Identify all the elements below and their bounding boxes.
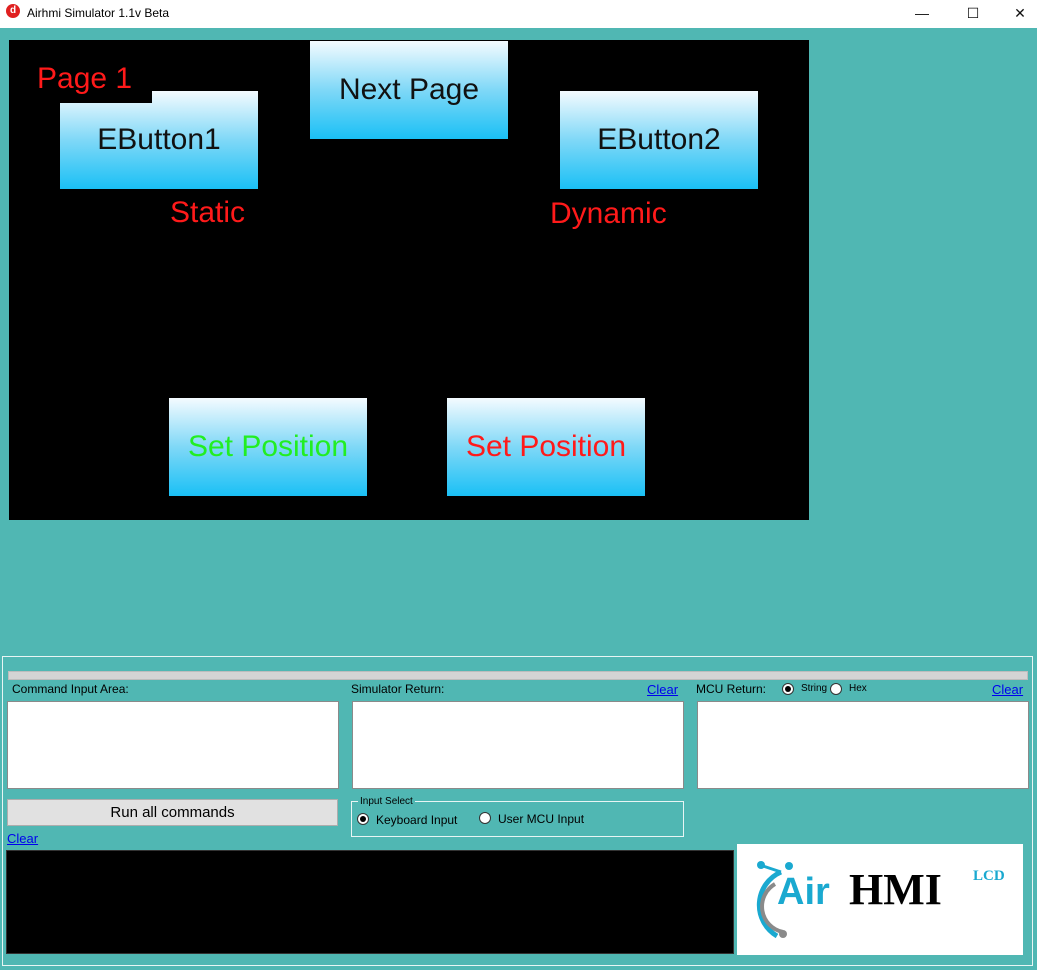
title-bar: d Airhmi Simulator 1.1v Beta — ☐ ✕	[0, 0, 1037, 28]
set-position-green-button[interactable]: Set Position	[169, 398, 367, 496]
logo-hmi-text: HMI	[849, 865, 942, 914]
mcu-return-clear-link[interactable]: Clear	[992, 682, 1024, 697]
set-position-red-button[interactable]: Set Position	[447, 398, 645, 496]
static-label: Static	[170, 196, 246, 229]
command-input-area[interactable]	[7, 701, 339, 789]
logo-circuit-node-3	[779, 930, 787, 938]
logo-arc-outer	[756, 869, 783, 939]
close-icon[interactable]: ✕	[1014, 5, 1026, 21]
keyboard-input-label: Keyboard Input	[376, 813, 458, 827]
mcu-string-radio[interactable]	[782, 683, 794, 695]
window-title: Airhmi Simulator 1.1v Beta	[27, 6, 170, 20]
airhmi-logo-graphic: Air HMI LCD	[756, 861, 1005, 939]
input-select-group	[351, 801, 684, 837]
airhmi-logo: Air HMI LCD	[737, 844, 1023, 955]
input-select-legend: Input Select	[358, 796, 415, 807]
progress-bar	[8, 671, 1028, 680]
console-output[interactable]	[6, 850, 734, 954]
minimize-icon[interactable]: —	[915, 5, 929, 21]
mcu-hex-radio[interactable]	[830, 683, 842, 695]
mcu-hex-label: Hex	[849, 683, 867, 694]
keyboard-input-radio[interactable]	[357, 813, 369, 825]
console-clear-link[interactable]: Clear	[7, 831, 39, 846]
logo-circuit-line	[762, 864, 782, 874]
ebutton2-button[interactable]: EButton2	[560, 91, 758, 189]
app-icon: d	[6, 4, 20, 18]
run-all-commands-button[interactable]: Run all commands	[7, 799, 338, 826]
mcu-return-label: MCU Return:	[696, 682, 767, 696]
page-label: Page 1	[37, 62, 133, 95]
control-panel	[2, 656, 1033, 966]
maximize-icon[interactable]: ☐	[966, 5, 980, 21]
simulator-return-clear-link[interactable]: Clear	[647, 682, 679, 697]
ebutton1-button[interactable]: EButton1	[60, 91, 258, 189]
logo-air-text: Air	[777, 871, 830, 913]
simulator-return-label: Simulator Return:	[351, 682, 445, 696]
page-label-background	[25, 58, 152, 103]
logo-arc-inner	[760, 882, 784, 934]
logo-circuit-node-2	[785, 862, 793, 870]
logo-circuit-node-1	[757, 861, 765, 869]
ebutton1-bottom-mask	[60, 189, 162, 193]
simulator-return-area[interactable]	[352, 701, 684, 789]
mcu-string-label: String	[801, 683, 828, 694]
command-input-label: Command Input Area:	[12, 682, 129, 696]
dynamic-label: Dynamic	[550, 197, 667, 230]
next-page-button[interactable]: Next Page	[310, 41, 508, 139]
user-mcu-input-label: User MCU Input	[498, 812, 585, 826]
simulator-screen: EButton1 Page 1 Next Page EButton2 Stati…	[9, 40, 809, 520]
mcu-return-area[interactable]	[697, 701, 1029, 789]
logo-lcd-text: LCD	[973, 868, 1005, 884]
user-mcu-input-radio[interactable]	[479, 812, 491, 824]
